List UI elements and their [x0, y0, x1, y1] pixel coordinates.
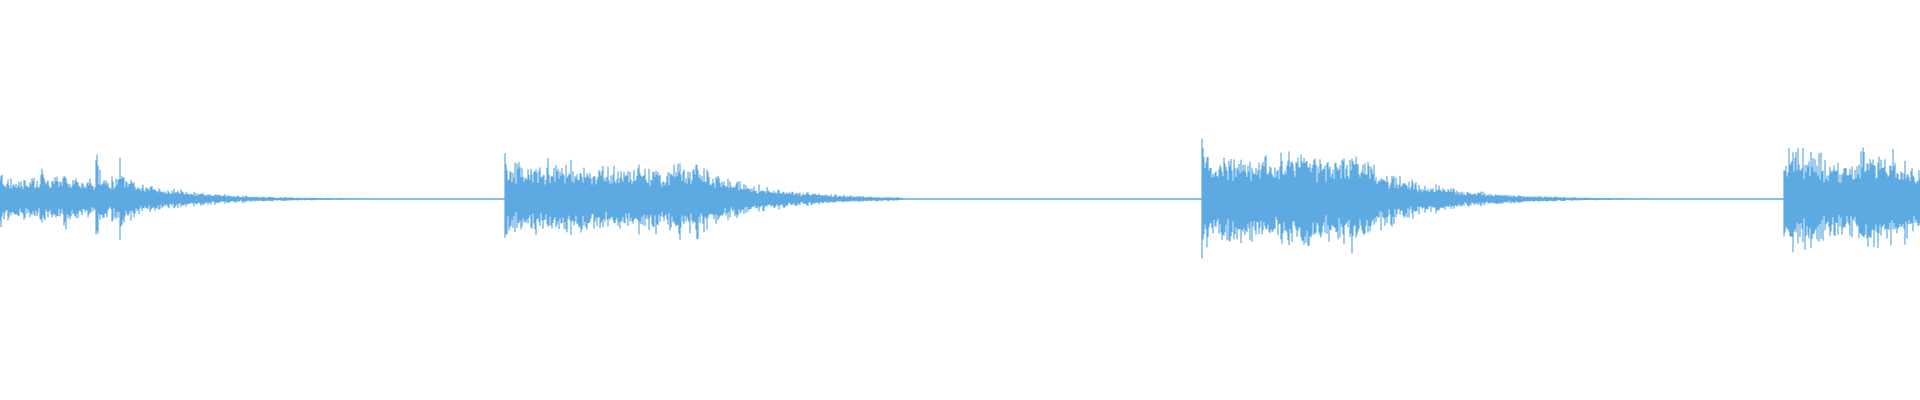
waveform-segment-path	[1201, 138, 1652, 259]
waveform-segment-path	[504, 153, 903, 240]
waveform-segment-2	[504, 153, 903, 240]
waveform-segment-4	[1783, 147, 1920, 253]
waveform-segment-path	[0, 154, 513, 240]
waveform-segment-3	[1201, 138, 1652, 259]
waveform-segment-1	[0, 154, 513, 240]
waveform-segment-path	[1783, 147, 1920, 253]
